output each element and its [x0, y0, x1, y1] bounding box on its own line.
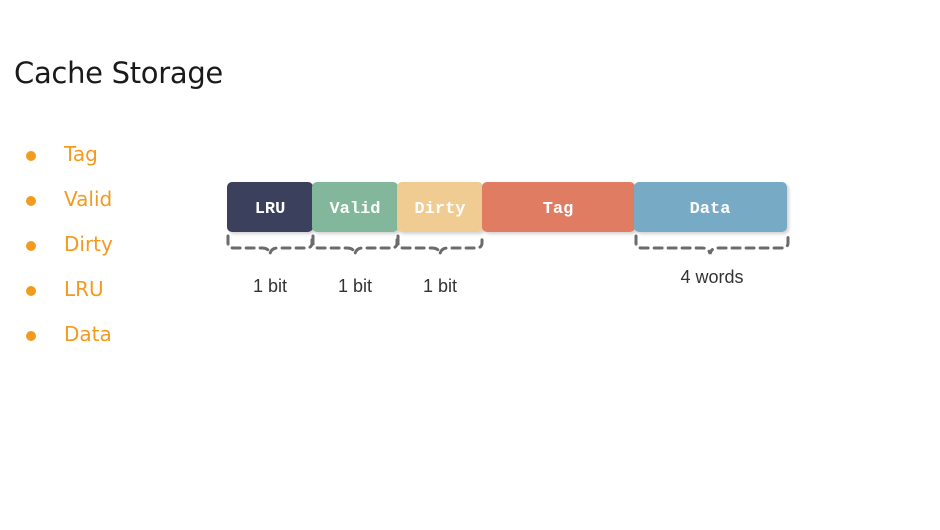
bullet-dot-icon	[26, 151, 36, 161]
brace-lru	[226, 234, 314, 255]
bullet-label: Tag	[64, 142, 98, 166]
bullet-label: Data	[64, 322, 112, 346]
bullet-label: Dirty	[64, 232, 113, 256]
field-valid-box	[312, 182, 398, 232]
bullet-item-dirty: Dirty	[26, 232, 113, 277]
bullet-item-lru: LRU	[26, 277, 113, 322]
field-lru-label: LRU	[255, 200, 286, 219]
bullet-dot-icon	[26, 241, 36, 251]
brace-valid	[311, 234, 399, 255]
field-lru: LRU	[227, 182, 313, 232]
field-dirty: Dirty	[397, 182, 483, 232]
field-lru-box	[227, 182, 313, 232]
field-dirty-box	[397, 182, 483, 232]
brace-dirty	[396, 234, 484, 255]
size-label-data: 4 words	[680, 267, 743, 287]
field-valid: Valid	[312, 182, 398, 232]
field-valid-label: Valid	[329, 200, 380, 219]
bullet-item-valid: Valid	[26, 187, 113, 232]
bullet-label: LRU	[64, 277, 104, 301]
slide-title: Cache Storage	[14, 56, 223, 90]
field-tag-box	[482, 182, 635, 232]
size-label-valid: 1 bit	[338, 276, 372, 296]
size-label-dirty: 1 bit	[423, 276, 457, 296]
field-tag: Tag	[482, 182, 635, 232]
field-data-label: Data	[690, 200, 731, 219]
bullet-item-tag: Tag	[26, 142, 113, 187]
field-data: Data	[634, 182, 787, 232]
brace-data	[634, 234, 790, 255]
bullet-label: Valid	[64, 187, 113, 211]
field-tag-label: Tag	[543, 200, 574, 219]
bullet-dot-icon	[26, 286, 36, 296]
size-label-lru: 1 bit	[253, 276, 287, 296]
bullet-list: Tag Valid Dirty LRU Data	[26, 142, 113, 367]
field-dirty-label: Dirty	[414, 200, 465, 219]
bullet-dot-icon	[26, 196, 36, 206]
size-braces	[226, 234, 790, 255]
bullet-item-data: Data	[26, 322, 113, 367]
field-data-box	[634, 182, 787, 232]
bullet-dot-icon	[26, 331, 36, 341]
